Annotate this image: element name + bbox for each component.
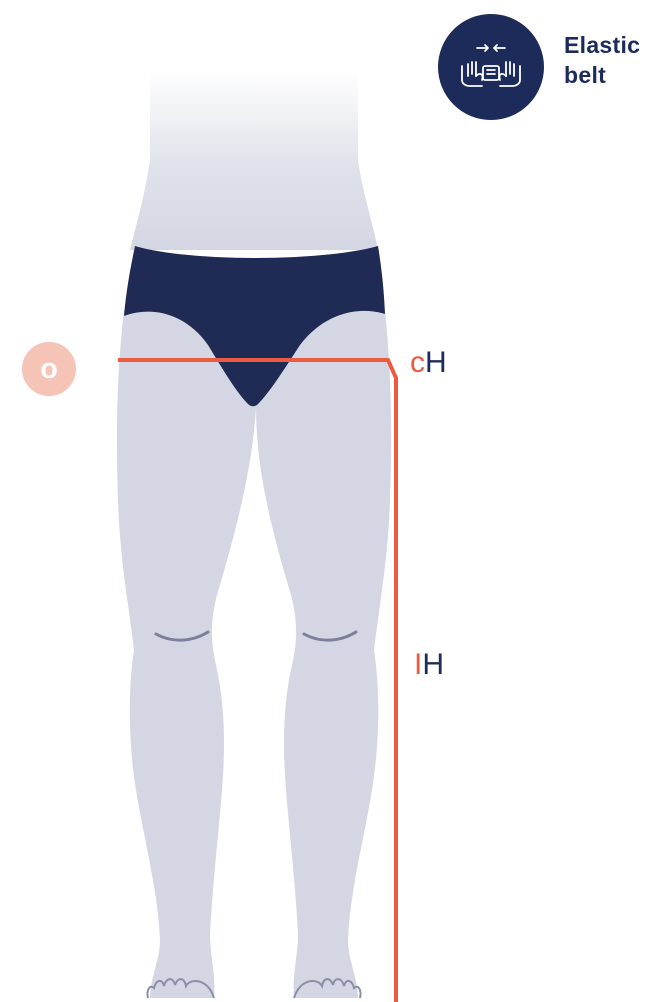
label-ih-suffix: H bbox=[422, 648, 444, 681]
elastic-belt-icon bbox=[438, 14, 544, 120]
right-leg bbox=[255, 310, 391, 998]
label-ch: cH bbox=[410, 346, 447, 380]
badge-line-1: Elastic bbox=[564, 30, 664, 60]
label-ch-suffix: H bbox=[425, 346, 447, 379]
marker-o: o bbox=[22, 342, 76, 396]
left-leg bbox=[117, 310, 258, 998]
label-ih: IH bbox=[414, 648, 444, 682]
torso bbox=[130, 70, 378, 250]
badge-line-2: belt bbox=[564, 60, 664, 90]
elastic-belt-label: Elastic belt bbox=[564, 30, 664, 90]
elastic-belt-badge bbox=[438, 14, 544, 120]
label-ch-prefix: c bbox=[410, 346, 425, 379]
